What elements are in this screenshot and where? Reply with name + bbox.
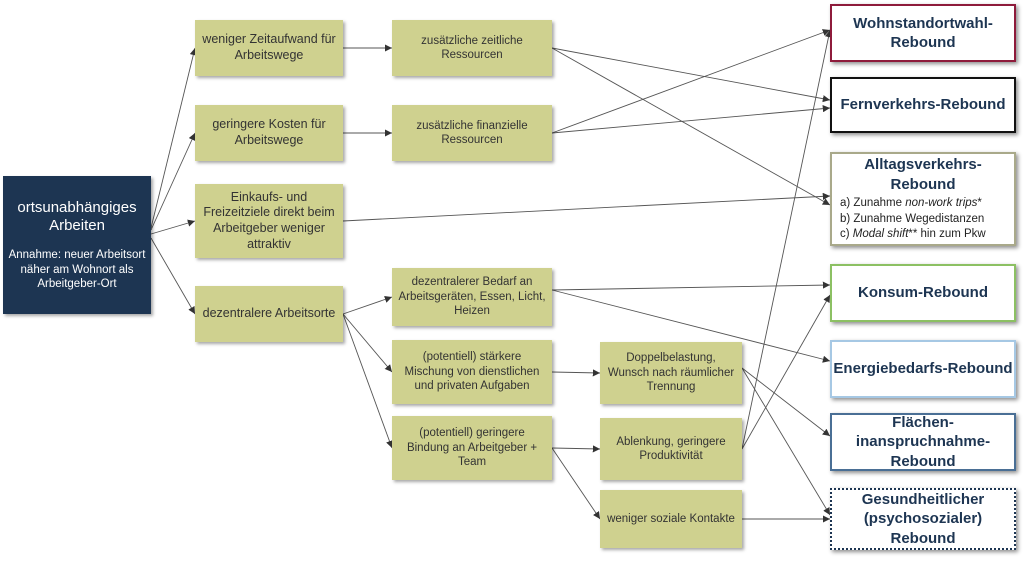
connector-arrow (551, 47, 831, 103)
cause-decentral-workplaces: dezentralere Arbeitsorte (195, 286, 343, 342)
outcome-consumption-rebound: Konsum-Rebound (830, 264, 1016, 322)
connector-arrow (551, 29, 831, 134)
list-item: a) Zunahme non-work trips* (840, 197, 982, 210)
root-node-remote-work: ortsunabhängiges Arbeiten Annahme: neuer… (3, 176, 151, 314)
root-title: ortsunabhängiges Arbeiten (17, 198, 137, 235)
connector-arrow (342, 313, 393, 373)
everyday-travel-list: a) Zunahme non-work trips* b) Zunahme We… (832, 196, 1014, 243)
connector-arrow (551, 445, 601, 453)
cause-less-commute-time: weniger Zeitaufwand für Arbeitswege (195, 20, 343, 76)
outcome-long-distance-rebound: Fernverkehrs-Rebound (830, 77, 1016, 133)
effect-financial-resources: zusätzliche finanzielle Ressourcen (392, 105, 552, 161)
cause-lower-commute-cost: geringere Kosten für Arbeitswege (195, 105, 343, 161)
connector-arrow (342, 192, 831, 222)
connector-arrow (551, 281, 831, 291)
effect-distraction: Ablenkung, geringere Produktivität (600, 418, 742, 480)
list-item: c) Modal shift** hin zum Pkw (840, 228, 986, 241)
connector-arrow (342, 295, 393, 315)
connector-arrow (150, 237, 196, 315)
outcome-everyday-travel-rebound: Alltagsverkehrs-Rebound a) Zunahme non-w… (830, 152, 1016, 246)
connector-arrow (342, 313, 393, 449)
root-assumption: Annahme: neuer Arbeitsort näher am Wohno… (8, 249, 146, 290)
outcome-energy-rebound: Energiebedarfs-Rebound (830, 340, 1016, 398)
connector-arrow (551, 105, 831, 134)
connector-arrow (150, 47, 197, 229)
effect-weaker-bonding: (potentiell) geringere Bindung an Arbeit… (392, 416, 552, 480)
effect-task-mixing: (potentiell) stärkere Mischung von diens… (392, 340, 552, 404)
connector-arrow (741, 367, 831, 516)
outcome-residential-rebound: Wohnstandortwahl-Rebound (830, 4, 1016, 62)
connector-arrow (741, 294, 831, 450)
connector-arrow (551, 447, 601, 520)
list-item: b) Zunahme Wegedistanzen (840, 212, 985, 225)
connector-arrow (551, 369, 601, 377)
effect-double-burden: Doppelbelastung, Wunsch nach räumlicher … (600, 342, 742, 404)
effect-decentral-demand: dezentralerer Bedarf an Arbeitsgeräten, … (392, 268, 552, 326)
connector-arrow (150, 132, 196, 231)
connector-arrow (551, 47, 831, 206)
effect-time-resources: zusätzliche zeitliche Ressourcen (392, 20, 552, 76)
cause-destinations-less-attractive: Einkaufs- und Freizeitziele direkt beim … (195, 184, 343, 258)
connector-arrow (150, 219, 196, 235)
outcome-health-rebound: Gesundheitlicher (psychosozialer) Reboun… (830, 488, 1016, 550)
connector-arrow (741, 29, 833, 450)
connector-arrow (551, 289, 831, 363)
effect-fewer-social-contacts: weniger soziale Kontakte (600, 490, 742, 548)
outcome-land-use-rebound: Flächen-inanspruchnahme-Rebound (830, 413, 1016, 471)
